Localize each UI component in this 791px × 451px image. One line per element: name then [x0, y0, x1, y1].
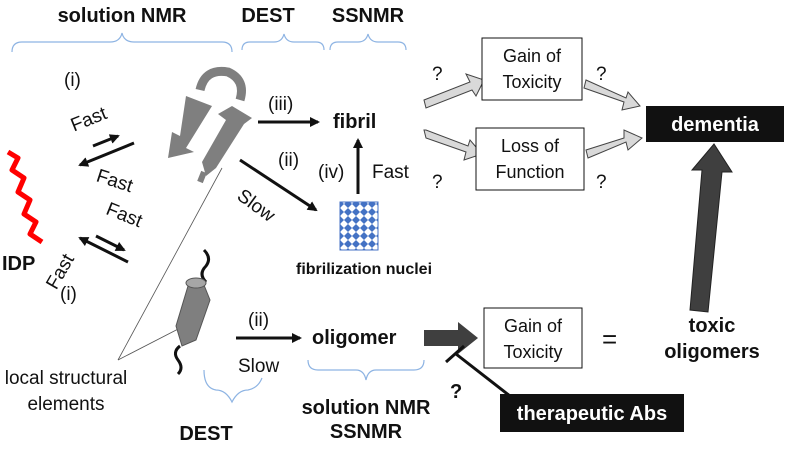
arrow-fast-back-top — [78, 141, 135, 167]
inhibition-bar — [445, 344, 465, 364]
header-dest: DEST — [241, 5, 294, 27]
gain-of-toxicity-box-bottom — [483, 307, 583, 369]
label-fast-iv: Fast — [372, 162, 410, 183]
label-fibrilization-nuclei: fibrilization nuclei — [296, 261, 432, 278]
bracket-oligomer-bottom — [307, 359, 425, 381]
fibrilization-nuclei-shape — [339, 201, 379, 251]
label-fast-1-group: Fast — [68, 103, 111, 137]
bracket-dest-top — [241, 33, 325, 51]
beta-hairpin-shape — [168, 66, 252, 184]
block-arrow-gain-dementia — [583, 79, 641, 111]
arrow-toxic-to-dementia — [689, 143, 733, 313]
loss-function-line2: Function — [495, 162, 564, 182]
equals-sign: = — [602, 324, 617, 354]
inhibition-line — [455, 352, 511, 398]
alpha-helix-shape — [173, 248, 211, 376]
block-arrow-loss-dementia — [585, 129, 643, 159]
label-iii: (iii) — [268, 94, 293, 115]
therapeutic-abs-box — [500, 394, 684, 432]
label-fast-2: Fast — [94, 166, 136, 198]
arrow-fast-forward-top — [92, 134, 120, 148]
dementia-box — [646, 106, 784, 142]
gain-of-toxicity-box-top — [481, 37, 583, 101]
header-ssnmr: SSNMR — [332, 5, 405, 27]
question-mark-3: ? — [432, 172, 443, 193]
label-slow-top-group: Slow — [233, 185, 279, 226]
bracket-ssnmr-top — [329, 33, 407, 51]
label-oligomer: oligomer — [312, 327, 397, 349]
block-arrow-fibril-gain — [423, 73, 485, 109]
local-structural-line1: local structural — [5, 368, 128, 389]
pointer-line-1 — [117, 167, 223, 361]
bracket-dest-bottom — [203, 369, 263, 404]
arrow-oligomer-gain — [424, 322, 478, 354]
question-mark-4: ? — [596, 172, 607, 193]
gain-toxicity-bottom-line1: Gain of — [504, 316, 563, 336]
question-mark-5: ? — [450, 381, 462, 403]
header-solution-nmr: solution NMR — [58, 5, 187, 27]
label-fibril: fibril — [333, 111, 376, 133]
toxic-oligomers-line2: oligomers — [664, 341, 760, 363]
label-slow-top: Slow — [233, 185, 279, 226]
label-i-top: (i) — [64, 70, 81, 91]
toxic-oligomers-line1: toxic — [689, 315, 736, 337]
pointer-line-2 — [117, 325, 185, 361]
label-ii-bottom: (ii) — [248, 310, 269, 331]
label-iv: (iv) — [318, 162, 344, 183]
loss-function-line1: Loss of — [501, 136, 560, 156]
bracket-solution-nmr — [11, 32, 233, 53]
label-ssnmr-bottom: SSNMR — [330, 421, 403, 443]
arrow-fast-forward-bottom — [95, 234, 126, 252]
label-fast-3-group: Fast — [103, 199, 146, 233]
arrow-fast-back-bottom — [78, 236, 129, 264]
label-solution-nmr-bottom: solution NMR — [302, 397, 431, 419]
gain-toxicity-top-line2: Toxicity — [502, 72, 561, 92]
label-ii-top: (ii) — [278, 150, 299, 171]
therapeutic-abs-label: therapeutic Abs — [517, 403, 667, 425]
label-dest-bottom: DEST — [179, 423, 232, 445]
local-structural-line2: elements — [27, 394, 104, 415]
label-slow-bottom: Slow — [238, 356, 279, 377]
question-mark-1: ? — [432, 64, 443, 85]
label-i-bottom: (i) — [60, 284, 77, 305]
gain-toxicity-bottom-line2: Toxicity — [503, 342, 562, 362]
gain-toxicity-top-line1: Gain of — [503, 46, 562, 66]
label-fast-1: Fast — [68, 103, 111, 137]
block-arrow-fibril-loss — [423, 129, 483, 161]
question-mark-2: ? — [596, 64, 607, 85]
loss-of-function-box — [475, 127, 585, 191]
dementia-label: dementia — [671, 114, 760, 136]
idp-red-chain — [6, 149, 44, 245]
arrow-ii-top — [239, 158, 318, 212]
label-fast-3: Fast — [103, 199, 146, 233]
idp-label: IDP — [2, 253, 35, 275]
label-fast-2-group: Fast — [94, 166, 136, 198]
